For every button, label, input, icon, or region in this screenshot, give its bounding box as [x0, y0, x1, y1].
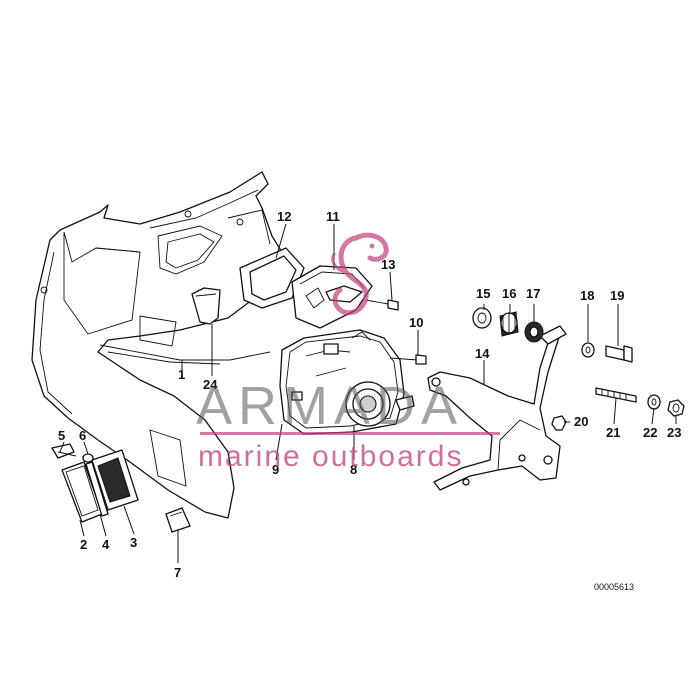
seahorse-logo — [331, 232, 389, 316]
callout-14: 14 — [475, 346, 490, 361]
washer-18 — [581, 342, 595, 358]
callout-10: 10 — [409, 315, 423, 330]
stud-21 — [595, 387, 637, 403]
callout-1: 1 — [178, 367, 185, 382]
callout-16: 16 — [502, 286, 516, 301]
air-duct — [191, 287, 221, 325]
rubber-mount-17 — [524, 321, 544, 343]
callout-22: 22 — [643, 425, 657, 440]
headlight-insert — [291, 265, 373, 329]
nut-23 — [667, 399, 685, 417]
screw-10 — [389, 354, 427, 365]
reflector-seal-4 — [85, 461, 109, 517]
leader-lines — [59, 223, 677, 563]
cover-cap-7 — [165, 507, 191, 533]
headlight-housing — [279, 329, 415, 435]
rubber-mount-15 — [472, 307, 492, 329]
reflector-housing-3 — [91, 449, 139, 511]
fairing-shell — [31, 171, 289, 519]
callout-3: 3 — [130, 535, 137, 550]
rubber-mount-16 — [499, 311, 519, 337]
callout-17: 17 — [526, 286, 540, 301]
screw-19 — [605, 345, 633, 363]
callout-12: 12 — [277, 209, 291, 224]
watermark: ARMADA marine outboards — [196, 232, 500, 473]
washer-22 — [647, 394, 661, 410]
callout-8: 8 — [350, 462, 357, 477]
headlight-gasket — [239, 247, 305, 309]
callout-13: 13 — [381, 257, 395, 272]
screw-13 — [365, 299, 399, 311]
callout-4: 4 — [102, 537, 110, 552]
callout-6: 6 — [79, 428, 86, 443]
mounting-bracket — [427, 325, 567, 491]
nut-20 — [551, 415, 567, 431]
callout-23: 23 — [667, 425, 681, 440]
clip-5 — [51, 443, 77, 459]
callout-2: 2 — [80, 537, 87, 552]
callout-numbers: 1 2 3 4 5 6 7 8 9 10 11 12 13 14 15 16 1… — [58, 209, 681, 580]
watermark-divider — [200, 432, 500, 435]
callout-21: 21 — [606, 425, 620, 440]
callout-19: 19 — [610, 288, 624, 303]
callout-7: 7 — [174, 565, 181, 580]
watermark-brand: ARMADA — [196, 376, 463, 436]
callout-9: 9 — [272, 462, 279, 477]
callout-11: 11 — [326, 209, 340, 224]
callout-18: 18 — [580, 288, 594, 303]
callout-15: 15 — [476, 286, 490, 301]
callout-20: 20 — [574, 414, 588, 429]
callout-24: 24 — [203, 377, 218, 392]
watermark-tagline: marine outboards — [198, 440, 463, 473]
drawing-number: 00005613 — [594, 582, 634, 592]
callout-5: 5 — [58, 428, 65, 443]
screw-6 — [82, 453, 94, 463]
